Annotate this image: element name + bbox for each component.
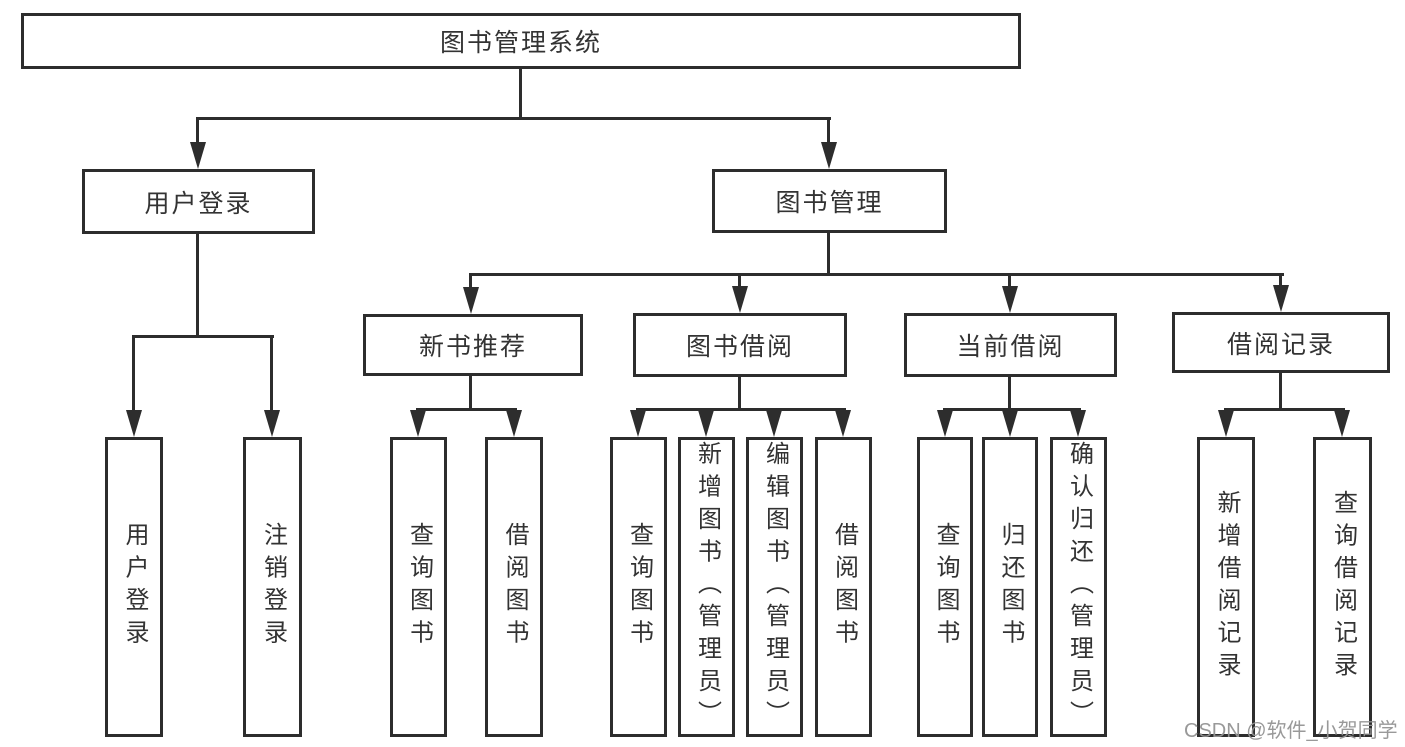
leaf-label: 查询图书 bbox=[625, 522, 653, 652]
connector-to-book-management bbox=[827, 117, 830, 144]
arrowhead-leaf-edit-book bbox=[766, 410, 782, 437]
arrowhead-leaf-borrow-books-1 bbox=[506, 410, 522, 437]
connector-user-login-stem bbox=[196, 234, 199, 335]
node-label: 当前借阅 bbox=[956, 333, 1065, 361]
arrowhead-book-borrow bbox=[732, 286, 748, 313]
leaf-query-borrow-record: 查询借阅记录 bbox=[1313, 437, 1372, 737]
leaf-label: 编辑图书（管理员） bbox=[761, 441, 789, 733]
leaf-add-borrow-record: 新增借阅记录 bbox=[1197, 437, 1255, 737]
node-library-management-system: 图书管理系统 bbox=[21, 13, 1021, 69]
leaf-query-books-3: 查询图书 bbox=[917, 437, 973, 737]
connector-new-book-bar bbox=[416, 408, 517, 411]
arrowhead-book-management bbox=[821, 142, 837, 169]
leaf-query-books-1: 查询图书 bbox=[390, 437, 447, 737]
node-current-borrow: 当前借阅 bbox=[904, 313, 1117, 377]
arrowhead-leaf-confirm-return bbox=[1070, 410, 1086, 437]
node-book-borrow: 图书借阅 bbox=[633, 313, 847, 377]
node-label: 用户登录 bbox=[144, 189, 253, 218]
leaf-confirm-return-admin: 确认归还（管理员） bbox=[1050, 437, 1107, 737]
leaf-label: 新增借阅记录 bbox=[1213, 489, 1240, 685]
connector-to-new-book bbox=[469, 273, 472, 289]
leaf-label: 用户登录 bbox=[121, 522, 148, 652]
leaf-label: 确认归还（管理员） bbox=[1065, 441, 1093, 733]
leaf-label: 新增图书（管理员） bbox=[693, 441, 721, 733]
connector-root-bar bbox=[196, 117, 831, 120]
arrowhead-current-borrow bbox=[1002, 286, 1018, 313]
arrowhead-leaf-add-record bbox=[1218, 410, 1234, 437]
arrowhead-leaf-query-books-3 bbox=[937, 410, 953, 437]
leaf-logout: 注销登录 bbox=[243, 437, 302, 737]
node-label: 图书管理系统 bbox=[439, 29, 602, 57]
connector-to-leaf-logout bbox=[270, 335, 273, 411]
arrowhead-leaf-logout bbox=[264, 410, 280, 437]
node-borrow-records: 借阅记录 bbox=[1172, 312, 1390, 373]
connector-book-management-stem bbox=[827, 233, 830, 273]
arrowhead-new-book bbox=[463, 287, 479, 314]
arrowhead-leaf-query-books-1 bbox=[410, 410, 426, 437]
connector-to-borrow-records bbox=[1279, 273, 1282, 289]
leaf-label: 查询借阅记录 bbox=[1329, 489, 1357, 685]
connector-to-current-borrow bbox=[1008, 273, 1011, 289]
connector-root-stem bbox=[519, 69, 522, 117]
node-book-management: 图书管理 bbox=[712, 169, 947, 233]
connector-to-book-borrow bbox=[738, 273, 741, 289]
leaf-label: 注销登录 bbox=[259, 522, 287, 652]
connector-borrow-records-stem bbox=[1279, 373, 1282, 408]
connector-new-book-stem bbox=[469, 376, 472, 408]
connector-to-user-login bbox=[196, 117, 199, 144]
leaf-return-books: 归还图书 bbox=[982, 437, 1038, 737]
arrowhead-leaf-query-books-2 bbox=[630, 410, 646, 437]
arrowhead-leaf-query-record bbox=[1334, 410, 1350, 437]
arrowhead-leaf-add-book bbox=[698, 410, 714, 437]
csdn-watermark: CSDN @软件_小贺同学 bbox=[1184, 720, 1398, 742]
arrowhead-leaf-user-login bbox=[126, 410, 142, 437]
connector-current-borrow-stem bbox=[1008, 377, 1011, 408]
node-user-login: 用户登录 bbox=[82, 169, 315, 234]
arrowhead-user-login bbox=[190, 142, 206, 169]
node-new-book-recommend: 新书推荐 bbox=[363, 314, 583, 376]
connector-to-leaf-user-login bbox=[132, 335, 135, 411]
leaf-user-login: 用户登录 bbox=[105, 437, 163, 737]
connector-current-borrow-bar bbox=[943, 408, 1081, 411]
connector-book-borrow-stem bbox=[738, 377, 741, 408]
connector-borrow-records-bar bbox=[1224, 408, 1345, 411]
leaf-label: 借阅图书 bbox=[501, 522, 528, 652]
leaf-query-books-2: 查询图书 bbox=[610, 437, 667, 737]
leaf-label: 归还图书 bbox=[997, 522, 1024, 652]
leaf-label: 查询图书 bbox=[932, 522, 959, 652]
leaf-label: 查询图书 bbox=[405, 522, 433, 652]
arrowhead-leaf-return-books bbox=[1002, 410, 1018, 437]
connector-book-management-bar bbox=[469, 273, 1284, 276]
connector-user-login-bar bbox=[132, 335, 274, 338]
leaf-add-book-admin: 新增图书（管理员） bbox=[678, 437, 735, 737]
node-label: 图书管理 bbox=[775, 189, 884, 217]
leaf-borrow-books-1: 借阅图书 bbox=[485, 437, 543, 737]
node-label: 新书推荐 bbox=[418, 333, 527, 361]
node-label: 图书借阅 bbox=[685, 333, 794, 361]
leaf-edit-book-admin: 编辑图书（管理员） bbox=[746, 437, 803, 737]
arrowhead-leaf-borrow-books-2 bbox=[835, 410, 851, 437]
leaf-label: 借阅图书 bbox=[830, 522, 858, 652]
node-label: 借阅记录 bbox=[1226, 330, 1335, 359]
connector-book-borrow-bar bbox=[636, 408, 846, 411]
leaf-borrow-books-2: 借阅图书 bbox=[815, 437, 872, 737]
arrowhead-borrow-records bbox=[1273, 285, 1289, 312]
